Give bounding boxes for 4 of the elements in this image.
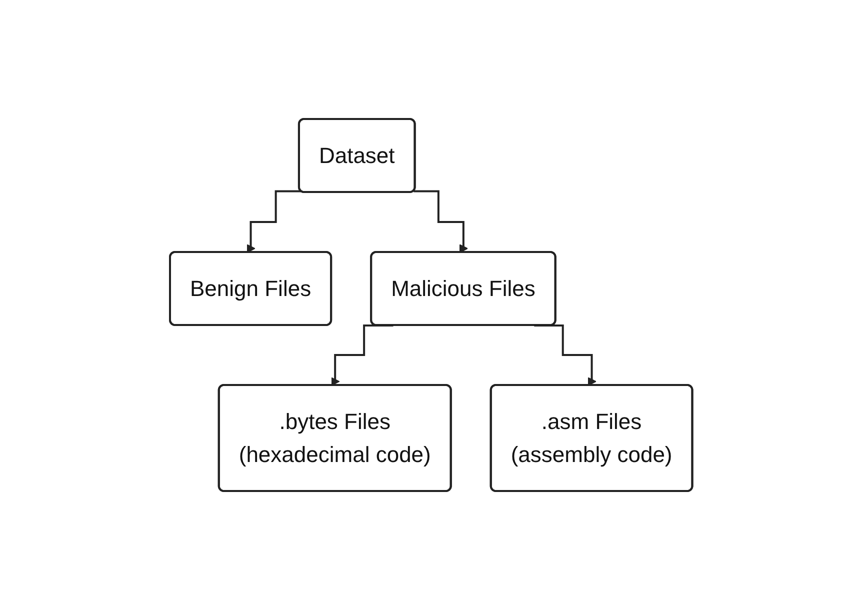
arrow: [414, 190, 468, 252]
arrow: [246, 190, 301, 252]
arrow: [534, 324, 596, 386]
arrow: [330, 324, 394, 386]
